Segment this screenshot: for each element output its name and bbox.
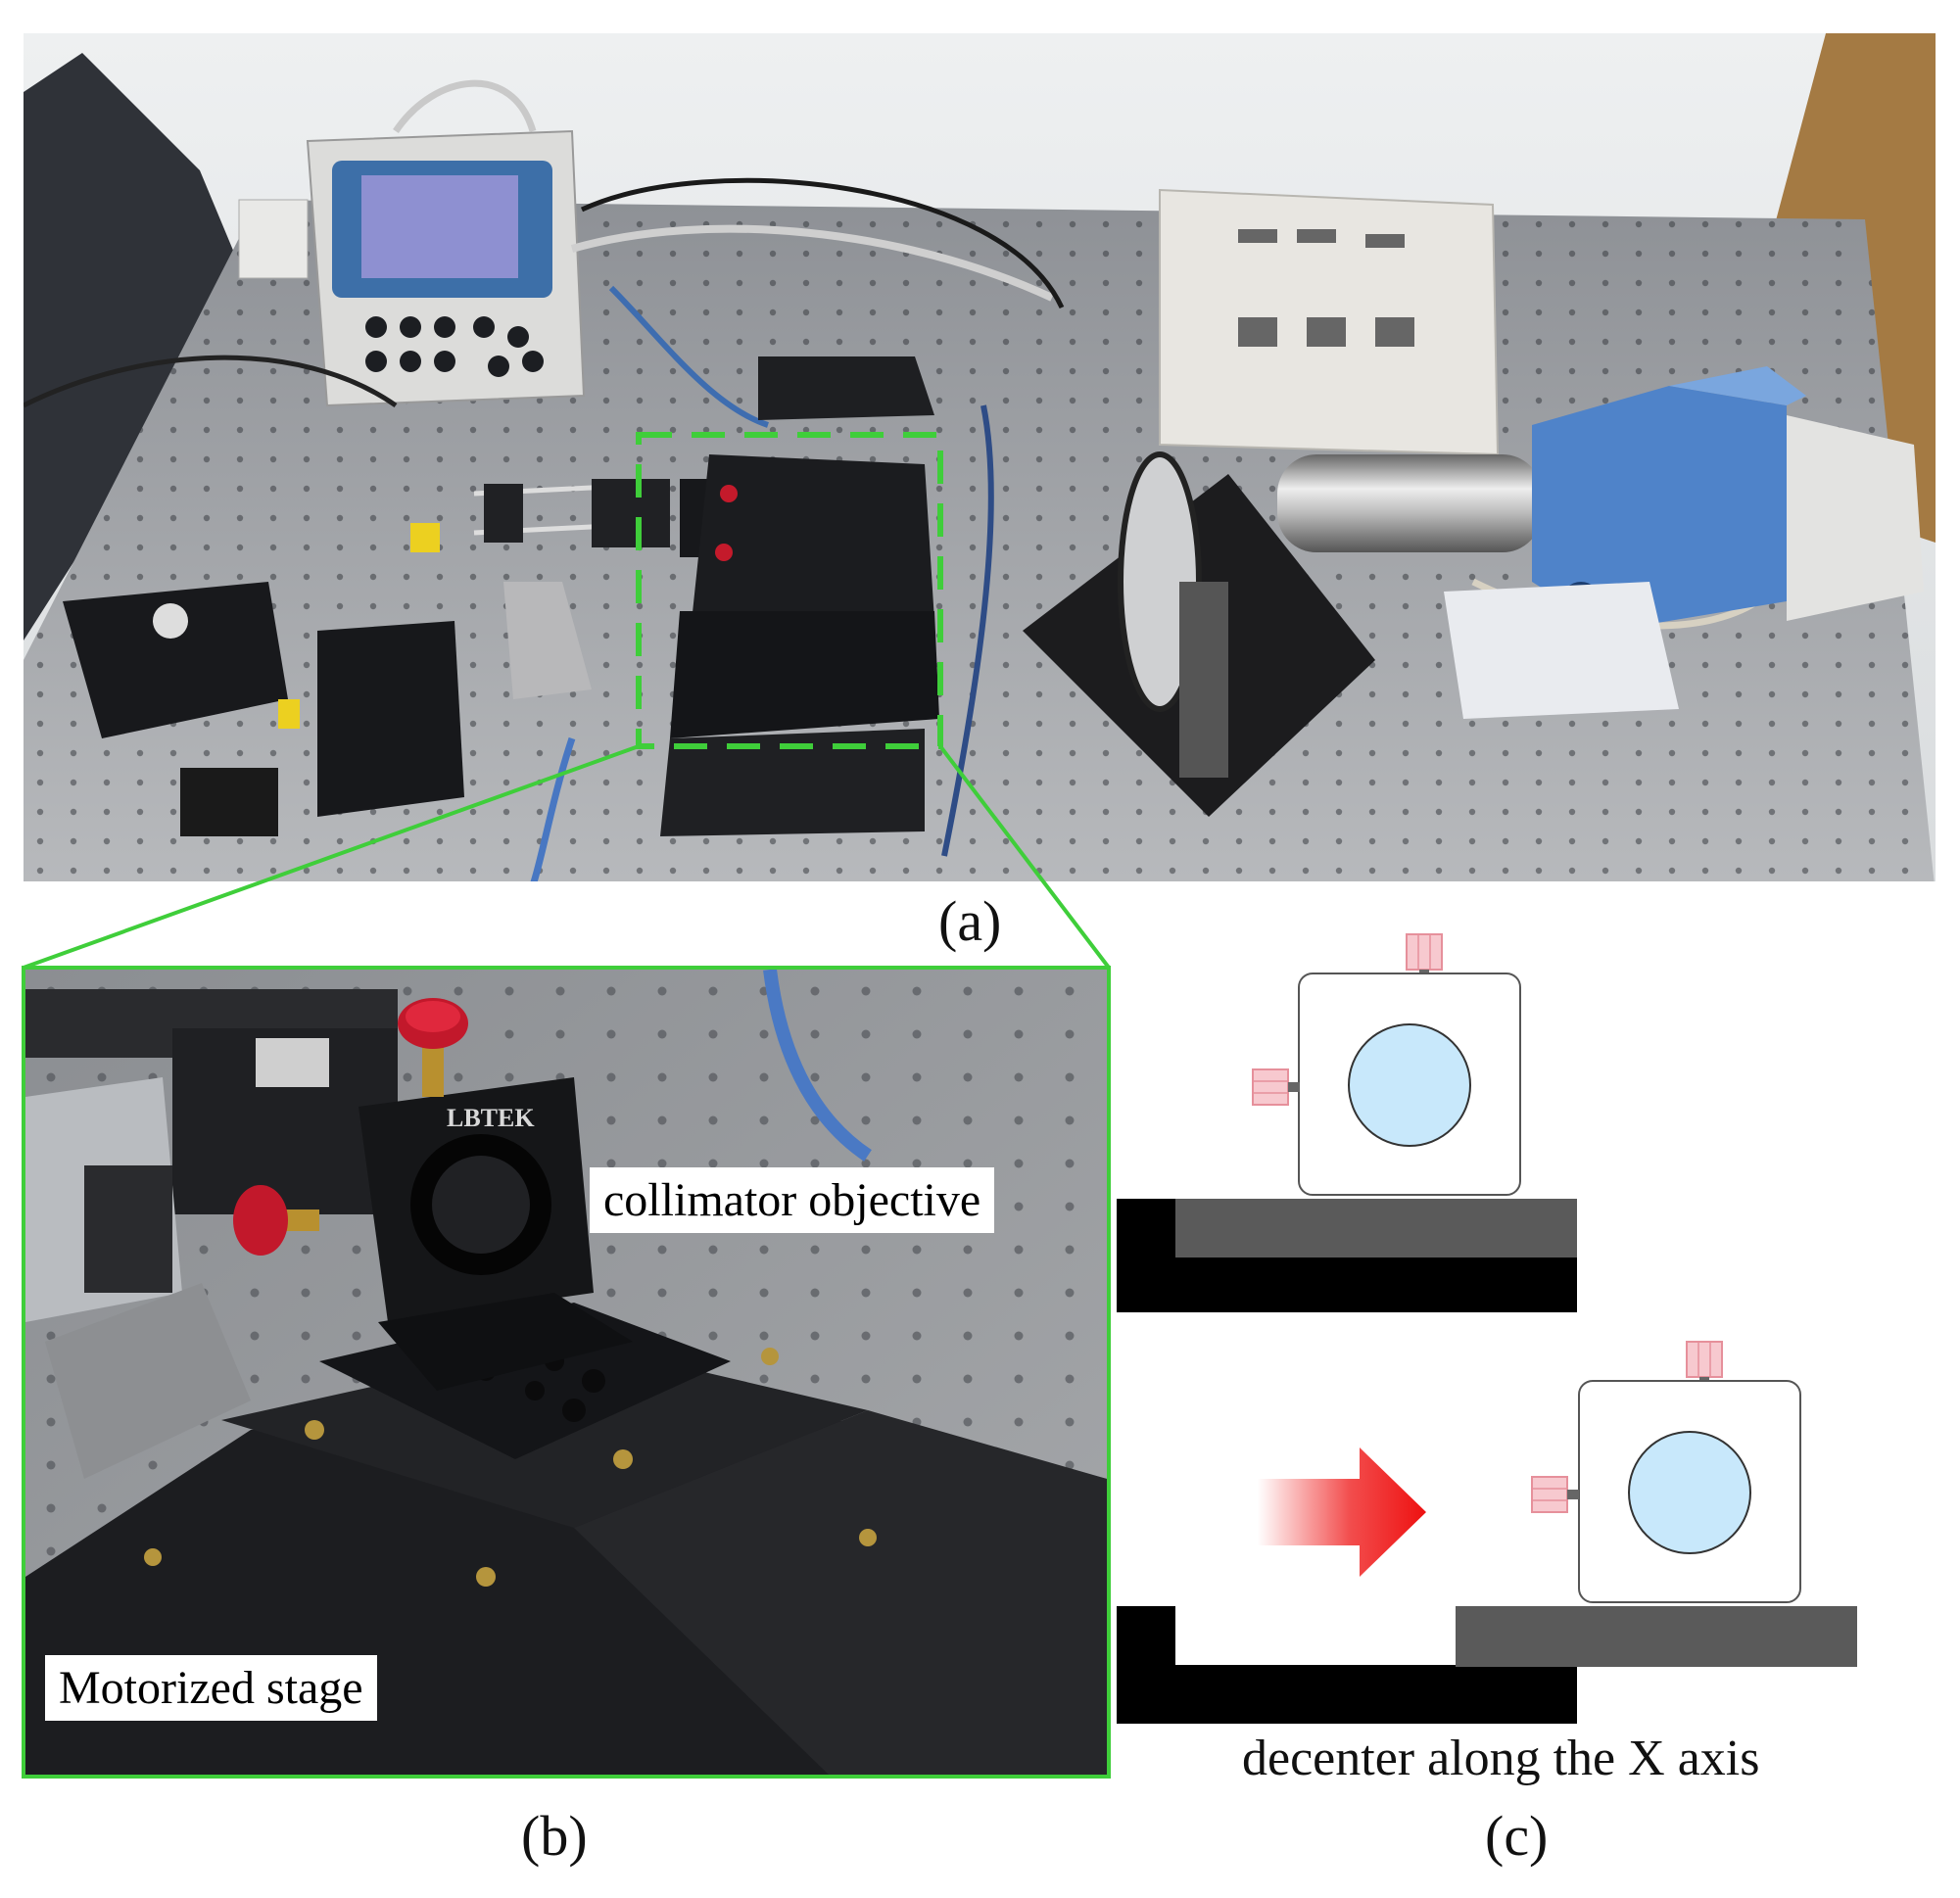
junction-box [758, 356, 934, 420]
side-adjuster-knob [1531, 1476, 1568, 1513]
label-collimator-objective: collimator objective [590, 1167, 995, 1234]
lens-circle [1348, 1023, 1471, 1147]
collimator-tube [1277, 454, 1542, 552]
blue-spectrometer [1444, 366, 1924, 719]
stage-carriage-gray [1175, 1199, 1577, 1259]
lens-circle [1628, 1431, 1751, 1554]
label-motorized-stage: Motorized stage [45, 1655, 377, 1722]
power-supply-box [63, 582, 288, 738]
caption-b: (b) [521, 1804, 588, 1868]
caption-c: (c) [1485, 1804, 1549, 1868]
lab-setup-photo [24, 33, 1936, 881]
caption-a: (a) [938, 889, 1002, 953]
panel-b-photo: LBTEK [22, 966, 1111, 1779]
assembly-initial [1117, 933, 1577, 1312]
controller-display [306, 129, 586, 407]
highlight-region [636, 432, 943, 749]
top-adjuster-knob [1406, 933, 1443, 971]
decenter-description: decenter along the X axis [1242, 1731, 1760, 1786]
assembly-decentered [1117, 1341, 1857, 1724]
closeup-photo: LBTEK [25, 970, 1107, 1775]
motorized-stage [660, 454, 939, 836]
side-adjuster-knob [1252, 1068, 1289, 1106]
stage-carriage-gray [1456, 1606, 1857, 1667]
light-source-box [1159, 188, 1500, 456]
panel-a-photo [24, 33, 1936, 881]
panel-c-diagram [1117, 933, 1857, 1724]
mount-brand-text: LBTEK [447, 1104, 535, 1132]
top-adjuster-knob [1686, 1341, 1723, 1378]
red-adjuster-knobs [233, 998, 468, 1256]
lens-mount: LBTEK [359, 1077, 633, 1391]
decenter-arrow [1258, 1447, 1426, 1577]
